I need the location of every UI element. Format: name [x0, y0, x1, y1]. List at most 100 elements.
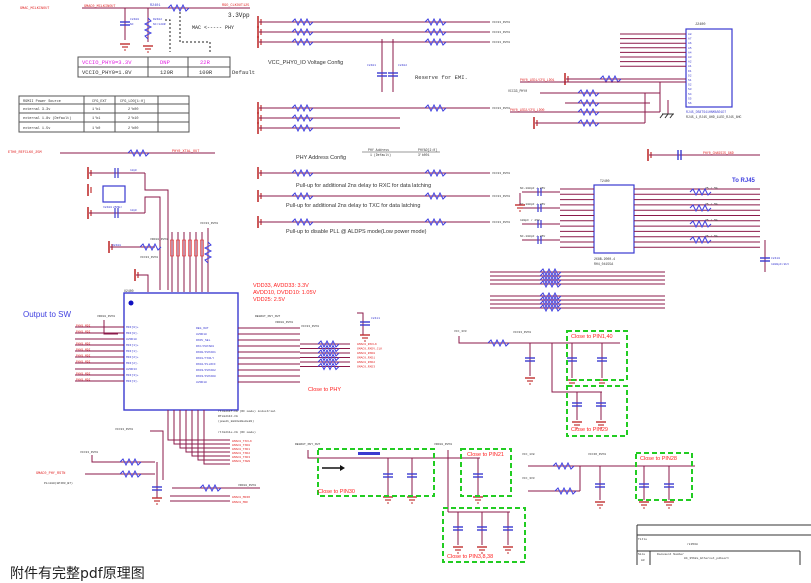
svg-text:REGOUT_PHY_OUT: REGOUT_PHY_OUT: [295, 443, 320, 446]
svg-text:S6: S6: [688, 102, 692, 105]
svg-text:PHY0_XTAL_OUT: PHY0_XTAL_OUT: [172, 150, 199, 154]
tx-line: [173, 410, 230, 445]
mdi-series-resistors: [490, 268, 665, 312]
svg-text:external 3.3v: external 3.3v: [23, 107, 50, 112]
svg-text:22R: 22R: [200, 59, 211, 66]
svg-text:MDI[3]-: MDI[3]-: [126, 379, 139, 383]
phy-address-table: PHY Address PHYAD[2:0] 1 (Default) 3'b00…: [362, 148, 440, 157]
to-rj45-note: To RJ45: [732, 178, 756, 184]
svg-text:Close to PIN21: Close to PIN21: [467, 452, 504, 458]
reset-section: VCC33_PHY0 GMAC0_PHY_RSTN Pin180(GPIO3_B…: [36, 428, 164, 505]
svg-text:VCC33_PHY0: VCC33_PHY0: [513, 331, 531, 334]
svg-text:GMAC0_TXD3: GMAC0_TXD3: [232, 456, 250, 459]
svg-text:PHYAD[2:0]: PHYAD[2:0]: [418, 148, 437, 152]
svg-text:RJ45_DS8TS41HNMAS01D7: RJ45_DS8TS41HNMAS01D7: [686, 110, 726, 114]
svg-text:RXC/PHYAD0: RXC/PHYAD0: [196, 344, 214, 348]
mac-phy-note: MAC <----- PHY: [192, 25, 234, 31]
emi-caps: C2401 C2402: [367, 39, 407, 92]
svg-text:10pF: 10pF: [130, 169, 137, 172]
svg-text:PHY0_MDI: PHY0_MDI: [76, 325, 91, 328]
svg-text:VCC33_PHY0: VCC33_PHY0: [115, 428, 133, 431]
svg-text:NC/120R: NC/120R: [153, 22, 166, 26]
svg-text:GMAC0_RXD0: GMAC0_RXD0: [357, 352, 375, 355]
svg-text:VCC33_PHY0: VCC33_PHY0: [492, 221, 510, 224]
chip-top-straps: R2408 VDD10_PHY0 VCC33_PHY0 VCC33_PHY0: [108, 222, 218, 292]
svg-text:RXD3/PHYAD2: RXD3/PHYAD2: [196, 368, 216, 372]
svg-text:1'b1: 1'b1: [92, 107, 100, 112]
svg-text:GMAC0_RXD3: GMAC0_RXD3: [357, 366, 375, 369]
strap-row: VCC33_PHY0: [257, 15, 510, 29]
svg-text:T2400: T2400: [600, 179, 610, 183]
svg-text:GMAC0_RXDV_CLK: GMAC0_RXDV_CLK: [357, 348, 382, 351]
svg-text:rk3568: rk3568: [687, 542, 698, 546]
mclk-section: GMAC_MCLKINOUT GMAC0_MCLKINOUT R2401 RGO…: [20, 4, 250, 53]
svg-text:RXDV_SEL: RXDV_SEL: [196, 339, 211, 342]
rgmii-tx-nets: GMAC0_TXCLKGMAC0_TXD0GMAC0_TXD1GMAC0_TXD…: [167, 410, 260, 504]
svg-text:VDD10_PHY0: VDD10_PHY0: [97, 315, 115, 318]
magnetics-transformer: PHY0_CHASSIS_GND T2400 2X8B-2000-4 RH4_0…: [514, 148, 789, 272]
svg-text:RXD1/TXDLY: RXD1/TXDLY: [196, 356, 214, 360]
svg-text:Close to PIN29: Close to PIN29: [571, 427, 608, 433]
svg-text:AVDD10: AVDD10: [126, 338, 137, 341]
vcc33-decoupling: VCC_3V3 VCC33_PHY0: [454, 330, 620, 429]
svg-text:VCCIO_PHY0: VCCIO_PHY0: [588, 453, 606, 456]
svg-text:VCC33_PHY0: VCC33_PHY0: [140, 256, 158, 259]
reserve-emi-note: Reserve for EMI.: [415, 74, 468, 81]
svg-text:100R: 100R: [199, 69, 213, 76]
svg-text:GMAC0_MDIO: GMAC0_MDIO: [232, 496, 250, 499]
phy-address-note: PHY Address Config: [296, 155, 346, 161]
svg-text:GMAC0_TXCLK: GMAC0_TXCLK: [232, 440, 252, 443]
svg-text:REGOUT_PHY_OUT: REGOUT_PHY_OUT: [255, 315, 280, 318]
svg-text:75 / 5%: 75 / 5%: [705, 234, 718, 238]
title-block: Title rk3568 Size A3 Document Number 04_…: [636, 524, 811, 565]
tx-line: [167, 410, 230, 441]
mclk-net-in: GMAC_MCLKINOUT: [20, 7, 49, 11]
vcc18-decoupling: VCC_1V8 VCC_3V3 VCCIO_PHY0: [522, 453, 695, 509]
svg-text:2'b00: 2'b00: [128, 126, 139, 131]
svg-text:rtl8211e-CG (RF mode): rtl8211e-CG (RF mode): [218, 430, 256, 434]
svg-text:25MHz: 25MHz: [113, 206, 122, 209]
svg-text:C2401: C2401: [367, 64, 376, 67]
svg-text:1'b0: 1'b0: [92, 126, 100, 131]
txc-delay-note: Pull-up for additional 2ns delay to TXC …: [286, 203, 420, 209]
svg-text:R2408: R2408: [112, 244, 121, 247]
svg-text:MDI[1]-: MDI[1]-: [126, 349, 139, 353]
svg-text:VCC33_PHY0: VCC33_PHY0: [508, 89, 527, 93]
svg-text:A8: A8: [688, 33, 692, 36]
strap-resistor-rows: VCC33_PHY0VCC33_PHY0VCC33_PHY0VCC33_PHY0…: [257, 15, 510, 229]
svg-text:GMAC0_RXCLK: GMAC0_RXCLK: [357, 343, 377, 346]
rgmii-power-table: RGMII Power Source CFG_EXT CFG_LDO[1:0] …: [18, 95, 190, 133]
svg-text:RGMII Power Source: RGMII Power Source: [23, 99, 61, 104]
svg-text:REG_OUT: REG_OUT: [196, 327, 209, 330]
svg-text:D2: D2: [688, 74, 692, 77]
svg-text:D1: D1: [688, 70, 692, 73]
pll-disable-note: Pull-up to disable PLL @ ALDPS mode(Low …: [286, 229, 427, 235]
svg-text:VDD25: 2.5V: VDD25: 2.5V: [253, 297, 285, 303]
svg-text:VDD10_PHY0: VDD10_PHY0: [275, 321, 293, 324]
svg-text:R2402: R2402: [153, 18, 162, 21]
svg-text:NC: NC: [130, 23, 134, 26]
svg-text:PHY0_LED1/CFG_LDO1: PHY0_LED1/CFG_LDO1: [520, 78, 555, 82]
svg-text:GMAC0_MCLKINOUT: GMAC0_MCLKINOUT: [84, 5, 116, 9]
svg-text:PHY Address: PHY Address: [368, 148, 389, 152]
svg-text:external 1.8v (Default): external 1.8v (Default): [23, 116, 71, 121]
svg-text:120R: 120R: [160, 69, 174, 76]
svg-text:GMAC0_PHY_RSTN: GMAC0_PHY_RSTN: [36, 472, 65, 476]
close-box-pin1-40: Close to PIN1,40: [566, 330, 628, 381]
svg-text:PHY0_MDI: PHY0_MDI: [76, 343, 91, 346]
vccio-config-table: VCCIO_PHY0=3.3V DNP 22R VCCIO_PHY0=1.8V …: [77, 56, 255, 78]
rxc-delay-note: Pull-up for additional 2ns delay to RXC …: [296, 183, 431, 189]
strap-row: [257, 111, 400, 125]
svg-text:PHY0_MDI: PHY0_MDI: [76, 349, 91, 352]
svg-text:1000pF/2kV: 1000pF/2kV: [771, 262, 789, 266]
svg-text:Close to PIN28: Close to PIN28: [640, 456, 677, 462]
svg-text:VCC33_PHY0: VCC33_PHY0: [492, 21, 510, 24]
svg-text:A3: A3: [641, 559, 645, 562]
svg-text:GMAC0_RXD1: GMAC0_RXD1: [357, 357, 375, 360]
svg-text:RXD0/PHYAD1: RXD0/PHYAD1: [196, 350, 216, 354]
svg-text:75 / 5%: 75 / 5%: [705, 218, 718, 222]
svg-text:VCC33_PHY0: VCC33_PHY0: [492, 41, 510, 44]
svg-text:VCC33_PHY0: VCC33_PHY0: [492, 107, 510, 110]
svg-text:U2400: U2400: [124, 289, 134, 293]
